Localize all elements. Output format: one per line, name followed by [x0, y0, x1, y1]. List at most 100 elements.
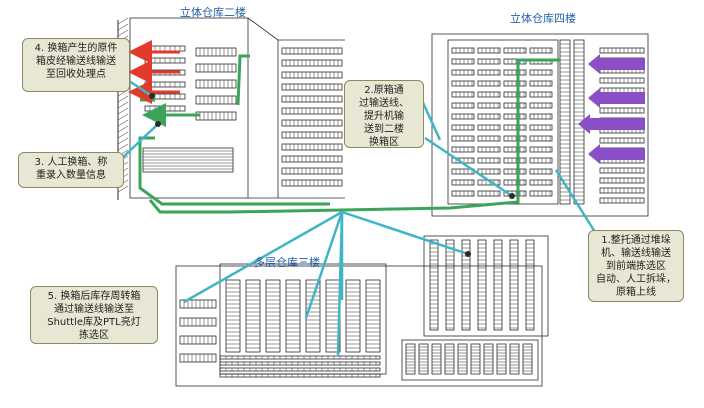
blueprint-rack-block: [451, 102, 475, 109]
blueprint-rack-block: [281, 179, 343, 187]
blueprint-rack-block: [219, 355, 381, 360]
blueprint-rack-block: [503, 47, 527, 54]
blueprint-rack-block: [451, 91, 475, 98]
blueprint-rack-block: [529, 113, 553, 120]
blueprint-rack-block: [281, 83, 343, 91]
blueprint-rack-block: [429, 239, 439, 331]
blueprint-rack-block: [281, 47, 343, 55]
purple-inbound-arrows: [578, 54, 645, 164]
note2-line3: 提升机输: [364, 111, 404, 122]
blueprint-rack-block: [525, 239, 535, 331]
blueprint-rack-block: [599, 77, 645, 84]
blueprint-rack-block: [529, 102, 553, 109]
blueprint-rack-block: [503, 91, 527, 98]
flow-endpoint-dots: [149, 93, 515, 257]
blueprint-rack-block: [451, 179, 475, 186]
blueprint-rack-line: [117, 125, 129, 133]
note5-line2: 通过输送线输送至: [54, 304, 134, 315]
blueprint-rack-block: [281, 143, 343, 151]
blueprint-rack-block: [451, 124, 475, 131]
blueprint-rack-line: [117, 119, 129, 127]
note5-line1: 5. 换箱后库存周转箱: [47, 291, 141, 302]
blueprint-rack-block: [451, 190, 475, 197]
note4-line2: 箱皮经输送线输送: [36, 56, 116, 67]
blueprint-rack-block: [477, 135, 501, 142]
blueprint-rack-block: [599, 187, 645, 194]
blueprint-rack-block: [179, 353, 217, 363]
note2-line1: 2.原箱通: [364, 85, 404, 96]
blueprint-rack-line: [117, 23, 129, 31]
note1-line2: 机、输送线输送: [601, 248, 671, 259]
blueprint-rack-block: [503, 113, 527, 120]
note2-line4: 送到二楼: [364, 124, 404, 135]
blueprint-rack-block: [529, 91, 553, 98]
blueprint-rack-block: [529, 47, 553, 54]
blueprint-rack-block: [281, 131, 343, 139]
blueprint-rack-block: [477, 124, 501, 131]
blueprint-rack-block: [281, 155, 343, 163]
note3-line2: 重录入数量信息: [36, 170, 106, 181]
blueprint-rack-block: [503, 69, 527, 76]
blueprint-rack-block: [529, 80, 553, 87]
blueprint-rack-block: [503, 102, 527, 109]
blueprint-rack-block: [529, 168, 553, 175]
note4-line3: 至回收处理点: [46, 69, 106, 80]
blueprint-rack-block: [559, 39, 571, 205]
blueprint-rack-block: [219, 361, 381, 366]
note3-line1: 3. 人工换箱、称: [34, 157, 108, 168]
blueprint-rack-block: [503, 135, 527, 142]
blueprint-rack-block: [451, 69, 475, 76]
blueprint-rack-block: [477, 58, 501, 65]
blueprint-rack-block: [529, 69, 553, 76]
blueprint-rack-block: [477, 102, 501, 109]
blueprint-rack-line: [117, 29, 129, 37]
note-2-conveyor-lift: 2.原箱通 过输送线、 提升机输 送到二楼 换箱区: [344, 80, 424, 148]
blueprint-rack-block: [445, 239, 455, 331]
blueprint-rack-block: [477, 190, 501, 197]
blueprint-rack-block: [529, 157, 553, 164]
blueprint-rack-block: [281, 71, 343, 79]
building-label-floor3: 多层仓库三楼: [254, 256, 320, 269]
green-conveyor-lines: [138, 54, 560, 214]
blueprint-rack-block: [461, 239, 471, 331]
blueprint-rack-block: [451, 80, 475, 87]
blueprint-rack-block: [219, 373, 381, 378]
red-recycle-arrows: [128, 40, 180, 104]
blueprint-rack-line: [117, 185, 129, 193]
note-3-manual-rebox: 3. 人工换箱、称 重录入数量信息: [18, 152, 124, 188]
blueprint-rack-block: [451, 47, 475, 54]
blueprint-rack-block: [503, 146, 527, 153]
blueprint-rack-block: [503, 124, 527, 131]
blueprint-rack-line: [117, 113, 129, 121]
note-1-pallet-stacker: 1.整托通过堆垛 机、输送线输送 到前端拣选区 自动、人工拆垛， 原箱上线: [588, 230, 684, 302]
note1-line4: 自动、人工拆垛，: [596, 274, 676, 285]
blueprint-rack-block: [503, 168, 527, 175]
blueprint-rack-block: [281, 59, 343, 67]
blueprint-rack-block: [477, 69, 501, 76]
note-4-box-recycling: 4. 换箱产生的原件 箱皮经输送线输送 至回收处理点: [22, 38, 130, 92]
blueprint-rack-block: [477, 113, 501, 120]
blueprint-rack-block: [281, 95, 343, 103]
blueprint-rack-block: [477, 80, 501, 87]
blueprint-rack-block: [503, 157, 527, 164]
note2-line5: 换箱区: [369, 137, 399, 148]
blueprint-rack-block: [179, 335, 217, 345]
blueprint-rack-line: [117, 95, 129, 103]
blueprint-rack-block: [599, 177, 645, 184]
blueprint-rack-block: [281, 167, 343, 175]
note4-line1: 4. 换箱产生的原件: [34, 43, 118, 54]
blueprint-rack-block: [529, 135, 553, 142]
blueprint-rack-block: [477, 168, 501, 175]
blueprint-rack-block: [599, 197, 645, 204]
blueprint-rack-block: [509, 239, 519, 331]
blueprint-rack-line: [117, 107, 129, 115]
blueprint-rack-block: [529, 179, 553, 186]
blueprint-rack-line: [117, 143, 129, 151]
blueprint-rack-block: [477, 47, 501, 54]
note-5-shuttle-ptl: 5. 换箱后库存周转箱 通过输送线输送至 Shuttle库及PTL亮灯 拣选区: [30, 286, 158, 344]
floor2-blueprint: [117, 17, 345, 200]
note1-line5: 原箱上线: [616, 287, 656, 298]
note2-line2: 过输送线、: [359, 98, 409, 109]
blueprint-rack-block: [599, 167, 645, 174]
